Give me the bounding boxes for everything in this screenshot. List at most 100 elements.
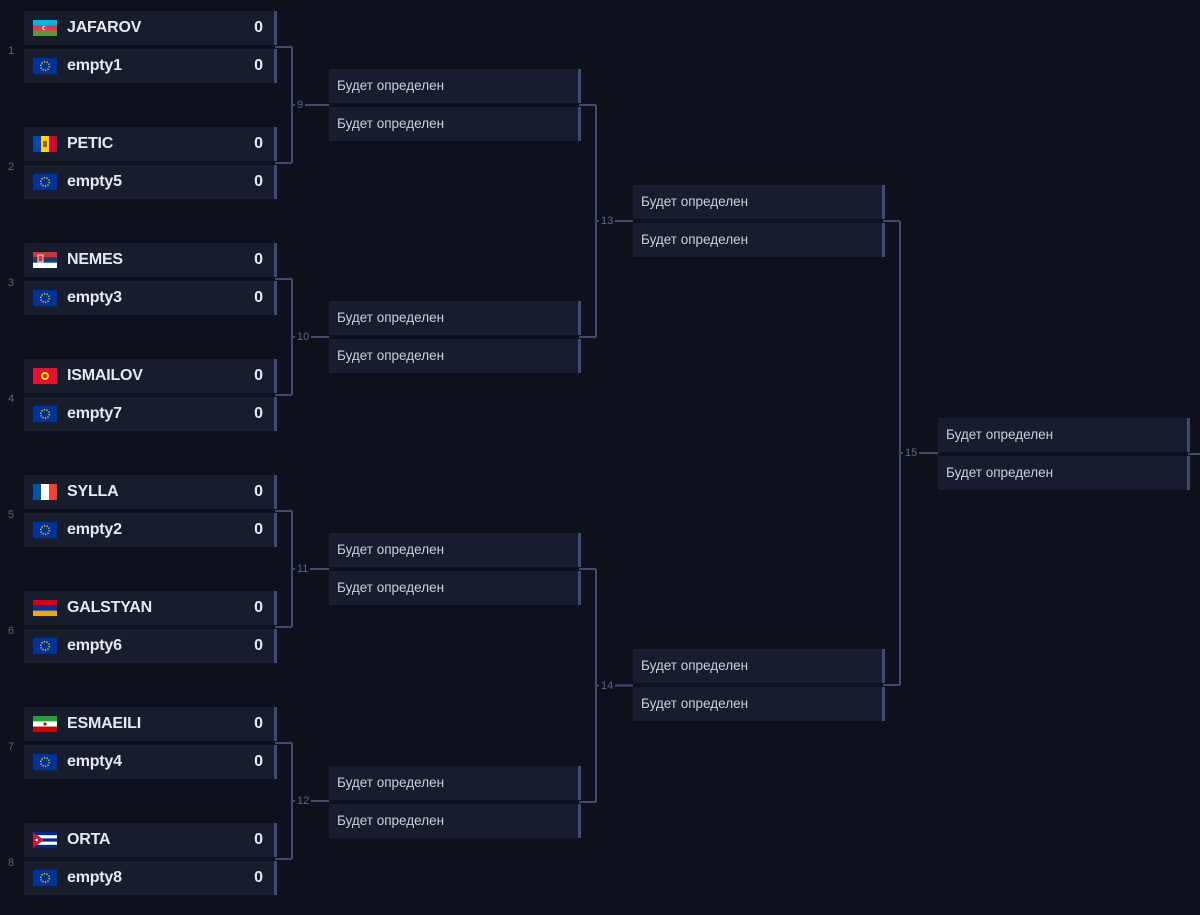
tbd-slot[interactable]: Будет определен xyxy=(329,107,581,141)
serbia-flag-icon xyxy=(33,252,57,268)
player-name: empty6 xyxy=(67,637,122,654)
tbd-slot[interactable]: Будет определен xyxy=(633,649,885,683)
player-score: 0 xyxy=(254,483,263,500)
player-score: 0 xyxy=(254,599,263,616)
seed-number: 2 xyxy=(8,161,15,173)
player-name: JAFAROV xyxy=(67,19,142,36)
tbd-label: Будет определен xyxy=(641,696,749,711)
player-name: GALSTYAN xyxy=(67,599,152,616)
player-score: 0 xyxy=(254,289,263,306)
player-slot[interactable]: JAFAROV 0 xyxy=(24,11,277,45)
tbd-slot[interactable]: Будет определен xyxy=(329,301,581,335)
player-name: PETIC xyxy=(67,135,114,152)
player-name: empty1 xyxy=(67,57,122,74)
france-flag-icon xyxy=(33,484,57,500)
player-name: empty4 xyxy=(67,753,122,770)
moldova-flag-icon xyxy=(33,136,57,152)
armenia-flag-icon xyxy=(33,600,57,616)
tbd-label: Будет определен xyxy=(337,542,445,557)
seed-number: 3 xyxy=(8,277,15,289)
player-name: NEMES xyxy=(67,251,123,268)
tbd-slot[interactable]: Будет определен xyxy=(329,571,581,605)
player-name: empty8 xyxy=(67,869,122,886)
player-name: empty5 xyxy=(67,173,122,190)
seed-number: 1 xyxy=(8,45,15,57)
tbd-label: Будет определен xyxy=(337,116,445,131)
match-number: 13 xyxy=(599,215,616,227)
player-name: ESMAEILI xyxy=(67,715,141,732)
player-slot[interactable]: SYLLA 0 xyxy=(24,475,277,509)
player-score: 0 xyxy=(254,367,263,384)
player-name: empty7 xyxy=(67,405,122,422)
player-slot[interactable]: empty4 0 xyxy=(24,745,277,779)
tbd-slot[interactable]: Будет определен xyxy=(329,339,581,373)
player-slot[interactable]: empty6 0 xyxy=(24,629,277,663)
player-name: ORTA xyxy=(67,831,111,848)
player-slot[interactable]: NEMES 0 xyxy=(24,243,277,277)
player-name: empty2 xyxy=(67,521,122,538)
player-name: SYLLA xyxy=(67,483,119,500)
tbd-slot[interactable]: Будет определен xyxy=(633,687,885,721)
player-slot[interactable]: empty2 0 xyxy=(24,513,277,547)
match-number: 12 xyxy=(295,795,312,807)
tbd-slot[interactable]: Будет определен xyxy=(329,766,581,800)
player-score: 0 xyxy=(254,521,263,538)
tbd-slot[interactable]: Будет определен xyxy=(938,418,1190,452)
tbd-slot[interactable]: Будет определен xyxy=(329,804,581,838)
cuba-flag-icon xyxy=(33,832,57,848)
match-number: 11 xyxy=(295,563,311,575)
tbd-label: Будет определен xyxy=(946,427,1054,442)
player-slot[interactable]: empty1 0 xyxy=(24,49,277,83)
eu-flag-icon xyxy=(33,522,57,538)
tbd-slot[interactable]: Будет определен xyxy=(938,456,1190,490)
eu-flag-icon xyxy=(33,174,57,190)
match-number: 9 xyxy=(295,99,306,111)
tbd-slot[interactable]: Будет определен xyxy=(633,185,885,219)
player-name: ISMAILOV xyxy=(67,367,143,384)
player-score: 0 xyxy=(254,19,263,36)
seed-number: 8 xyxy=(8,857,15,869)
eu-flag-icon xyxy=(33,870,57,886)
azerbaijan-flag-icon xyxy=(33,20,57,36)
player-score: 0 xyxy=(254,753,263,770)
player-slot[interactable]: ORTA 0 xyxy=(24,823,277,857)
tbd-label: Будет определен xyxy=(337,348,445,363)
tbd-label: Будет определен xyxy=(641,194,749,209)
player-slot[interactable]: ESMAEILI 0 xyxy=(24,707,277,741)
iran-flag-icon xyxy=(33,716,57,732)
eu-flag-icon xyxy=(33,290,57,306)
eu-flag-icon xyxy=(33,638,57,654)
seed-number: 5 xyxy=(8,509,15,521)
eu-flag-icon xyxy=(33,754,57,770)
player-score: 0 xyxy=(254,251,263,268)
seed-number: 4 xyxy=(8,393,15,405)
player-score: 0 xyxy=(254,135,263,152)
player-slot[interactable]: empty3 0 xyxy=(24,281,277,315)
player-score: 0 xyxy=(254,637,263,654)
tbd-slot[interactable]: Будет определен xyxy=(329,533,581,567)
seed-number: 7 xyxy=(8,741,15,753)
player-slot[interactable]: GALSTYAN 0 xyxy=(24,591,277,625)
tbd-label: Будет определен xyxy=(337,580,445,595)
match-number: 10 xyxy=(295,331,312,343)
player-slot[interactable]: ISMAILOV 0 xyxy=(24,359,277,393)
tbd-label: Будет определен xyxy=(946,465,1054,480)
tbd-slot[interactable]: Будет определен xyxy=(633,223,885,257)
player-score: 0 xyxy=(254,715,263,732)
tbd-label: Будет определен xyxy=(337,310,445,325)
player-score: 0 xyxy=(254,405,263,422)
match-number: 15 xyxy=(903,447,920,459)
tbd-slot[interactable]: Будет определен xyxy=(329,69,581,103)
player-score: 0 xyxy=(254,831,263,848)
player-name: empty3 xyxy=(67,289,122,306)
player-slot[interactable]: empty7 0 xyxy=(24,397,277,431)
eu-flag-icon xyxy=(33,406,57,422)
tbd-label: Будет определен xyxy=(337,78,445,93)
player-score: 0 xyxy=(254,57,263,74)
player-slot[interactable]: PETIC 0 xyxy=(24,127,277,161)
tbd-label: Будет определен xyxy=(641,658,749,673)
seed-number: 6 xyxy=(8,625,15,637)
